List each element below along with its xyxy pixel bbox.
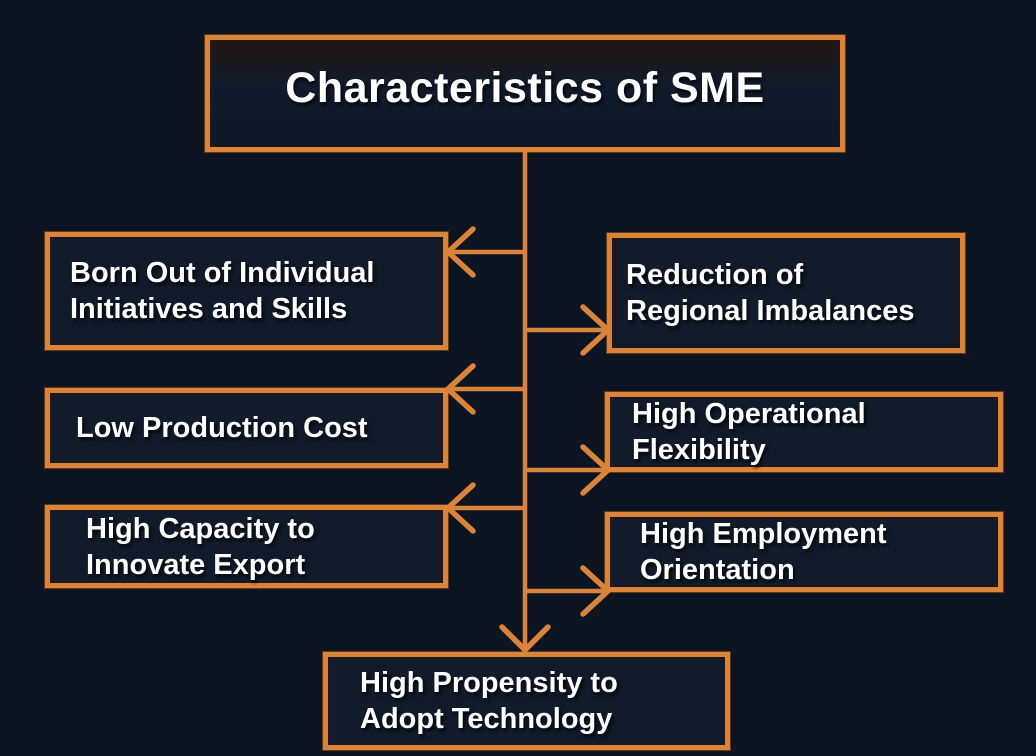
node-high-capacity-to-innovate-export: High Capacity to Innovate Export [45, 505, 448, 588]
node-label-line: Flexibility [632, 434, 766, 466]
node-label-line: High Capacity to [86, 512, 315, 545]
right-arrow-1-icon [580, 304, 611, 356]
page-title: Characteristics of SME [285, 64, 765, 112]
node-label-line: Adopt Technology [360, 703, 613, 735]
node-label-line: High Propensity to [360, 667, 618, 699]
node-label-line: Low Production Cost [76, 412, 368, 444]
node-reduction-of-regional-imbalances: Reduction of Regional Imbalances [607, 233, 965, 353]
node-label-line: Orientation [640, 554, 795, 586]
down-arrow-icon [499, 624, 551, 653]
node-low-production-cost: Low Production Cost [45, 388, 448, 468]
left-arrow-3-icon [445, 482, 476, 534]
node-label-line: High Employment [640, 518, 887, 550]
node-label-line: Initiatives and Skills [70, 293, 348, 325]
node-born-out-of-individual-initiatives: Born Out of Individual Initiatives and S… [45, 232, 448, 350]
left-arrow-1-icon [445, 226, 476, 278]
node-high-operational-flexibility: High Operational Flexibility [605, 392, 1003, 472]
node-label-line: High Operational [632, 398, 866, 430]
left-arrow-2-icon [445, 363, 476, 415]
node-label-line: Innovate Export [86, 548, 306, 581]
node-high-propensity-to-adopt-technology: High Propensity to Adopt Technology [323, 652, 730, 750]
title-box: Characteristics of SME [205, 35, 845, 152]
node-label-line: Reduction of [626, 259, 804, 291]
node-high-employment-orientation: High Employment Orientation [605, 512, 1003, 592]
node-label-line: Regional Imbalances [626, 295, 915, 327]
node-label-line: Born Out of Individual [70, 257, 375, 289]
